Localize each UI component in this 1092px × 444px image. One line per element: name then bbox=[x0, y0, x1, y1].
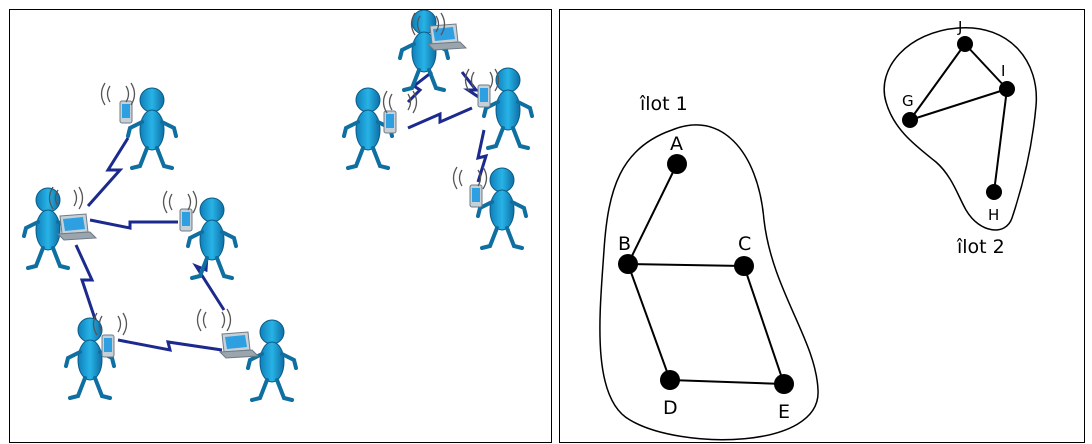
edge-C-E bbox=[743, 265, 785, 385]
node-C bbox=[734, 256, 754, 276]
graph-edges bbox=[627, 43, 1008, 385]
network-illustration bbox=[22, 10, 534, 402]
node-I bbox=[999, 81, 1015, 97]
link-5 bbox=[117, 338, 223, 352]
link-8 bbox=[407, 106, 473, 130]
node-label-G: G bbox=[902, 92, 914, 110]
graph-nodes bbox=[618, 36, 1015, 394]
right-panel-graph-diagram: îlot 1 îlot 2 A B C bbox=[559, 9, 1085, 443]
node-label-E: E bbox=[778, 401, 790, 423]
edge-J-I bbox=[964, 43, 1008, 90]
link-7 bbox=[460, 71, 487, 104]
person-4 bbox=[64, 312, 128, 400]
wireless-links bbox=[74, 70, 489, 352]
edge-A-B bbox=[627, 163, 678, 265]
edge-D-E bbox=[669, 379, 785, 385]
node-label-I: I bbox=[1001, 62, 1005, 80]
person-8 bbox=[464, 66, 534, 150]
node-label-B: B bbox=[618, 233, 631, 255]
node-H bbox=[986, 184, 1002, 200]
edge-G-I bbox=[909, 88, 1008, 121]
node-E bbox=[774, 374, 794, 394]
node-label-D: D bbox=[663, 397, 678, 419]
person-7 bbox=[342, 86, 418, 170]
link-6 bbox=[406, 70, 433, 104]
island-1-label: îlot 1 bbox=[639, 93, 688, 115]
link-2 bbox=[89, 218, 178, 230]
graph-diagram: îlot 1 îlot 2 A B C bbox=[599, 18, 1038, 441]
link-3 bbox=[74, 244, 98, 323]
person-6 bbox=[398, 10, 467, 92]
person-2 bbox=[22, 186, 97, 270]
left-panel-network-illustration bbox=[9, 9, 552, 443]
person-3 bbox=[162, 190, 238, 280]
edge-I-H bbox=[993, 88, 1008, 193]
node-G bbox=[902, 112, 918, 128]
node-label-A: A bbox=[670, 133, 683, 155]
island-2-outline bbox=[883, 27, 1038, 231]
node-label-C: C bbox=[738, 233, 751, 255]
node-label-J: J bbox=[957, 18, 962, 36]
island-2-label: îlot 2 bbox=[956, 236, 1005, 258]
edge-B-C bbox=[627, 263, 745, 267]
person-9 bbox=[452, 166, 528, 250]
node-A bbox=[667, 154, 687, 174]
edge-B-D bbox=[627, 263, 671, 381]
node-B bbox=[618, 254, 638, 274]
node-D bbox=[660, 370, 680, 390]
node-label-H: H bbox=[988, 206, 999, 224]
link-1 bbox=[86, 137, 130, 207]
node-J bbox=[957, 36, 973, 52]
link-9 bbox=[476, 129, 489, 183]
edge-J-G bbox=[909, 43, 966, 121]
person-5 bbox=[196, 308, 298, 402]
person-1 bbox=[100, 82, 178, 170]
